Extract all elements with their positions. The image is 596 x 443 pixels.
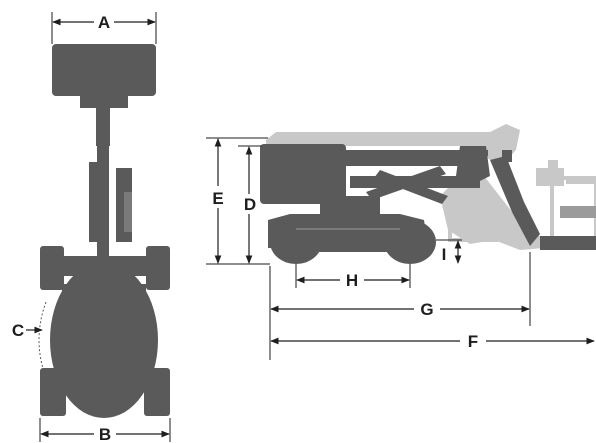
label-c: C [12,321,24,340]
rear-wheel-left [40,368,66,416]
dimension-a: A [51,12,157,44]
platform-faded-frame [448,196,498,242]
side-wheel-front [384,220,436,264]
tailswing-arc [38,301,47,379]
side-view [260,124,596,264]
label-d: D [244,195,256,214]
front-boom-cylinder-left [89,162,101,242]
boom-links [340,146,490,204]
label-g: G [420,300,433,319]
label-e: E [212,189,223,208]
front-wheel-left [40,246,64,290]
stowed-boom-silhouette [266,124,520,168]
label-i: I [442,245,447,264]
dimension-c: C [12,321,43,340]
front-platform [52,44,156,96]
front-view [38,44,170,418]
jib-arm [490,156,540,246]
dimension-e: E [206,137,268,265]
extended-platform [536,160,596,250]
label-a: A [98,13,110,32]
dimension-d: D [238,145,262,264]
dimension-f: F [270,332,595,351]
rear-wheel-right [144,368,170,416]
front-platform-mount [80,94,128,108]
dimension-h: H [295,264,411,290]
label-h: H [346,271,358,290]
label-f: F [468,332,478,351]
dimension-g: G [269,252,531,360]
label-b: B [99,425,111,443]
side-turntable [260,144,346,204]
dimension-i: I [436,239,462,264]
dimension-b: B [39,418,171,443]
front-wheel-right [146,246,170,290]
